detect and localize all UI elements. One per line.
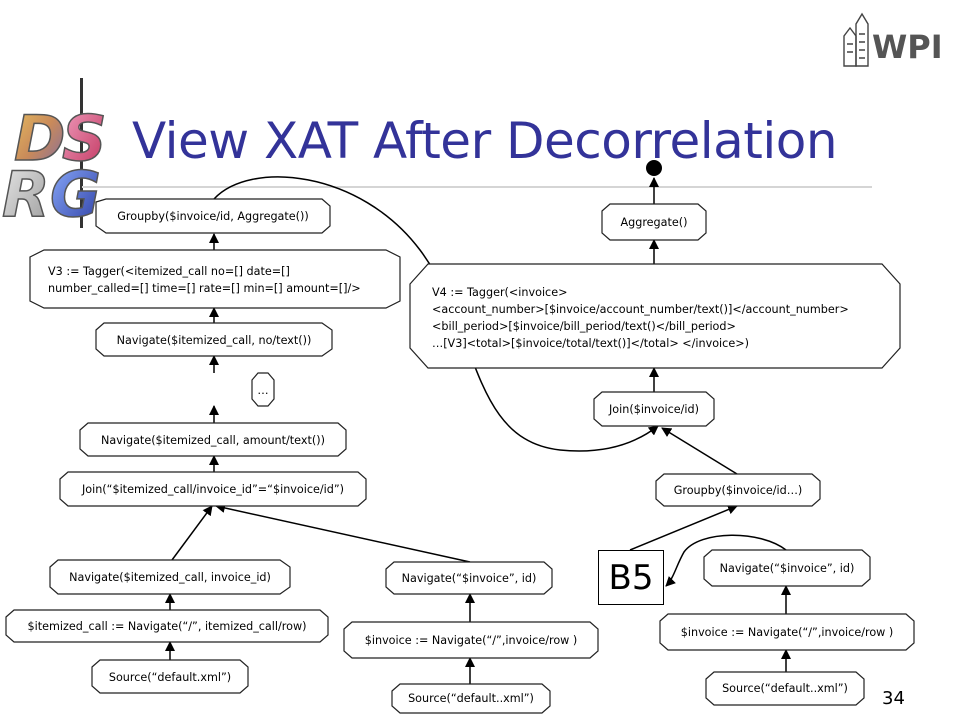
node-shape-join-right: [593, 391, 715, 427]
page-number: 34: [882, 688, 905, 709]
label-invoicerow-mid: $invoice := Navigate(“/”,invoice/row ): [365, 634, 578, 647]
node-shape-aggregate: [601, 203, 707, 241]
title-underline: [82, 186, 872, 188]
svg-text:G: G: [50, 158, 101, 220]
edge-groupby-to-join: [661, 427, 738, 475]
label-navamount: Navigate($itemized_call, amount/text()): [101, 434, 325, 447]
svg-text:D: D: [14, 102, 65, 175]
label-source-right: Source(“default..xml”): [722, 682, 848, 695]
label-v4-line3: <bill_period>[$invoice/bill_period/text(…: [432, 320, 736, 333]
label-join-left: Join(“$itemized_call/invoice_id”=“$invoi…: [81, 483, 344, 496]
edge-navinvoice-mid-to-join: [215, 503, 471, 563]
label-source-mid: Source(“default..xml”): [408, 692, 534, 705]
edge-b5-to-groupby: [629, 504, 738, 551]
svg-text:S: S: [62, 102, 107, 175]
node-shape-navinvoice-mid: [385, 561, 553, 595]
label-aggregate: Aggregate(): [620, 216, 687, 229]
title-vertical-rule: [80, 78, 83, 228]
label-itemized: $itemized_call := Navigate(“/”, itemized…: [28, 620, 307, 633]
node-shape-navno: [95, 322, 333, 357]
node-shape-itemized: [5, 609, 329, 643]
label-v3-line1: V3 := Tagger(<itemized_call no=[] date=[…: [48, 265, 290, 278]
label-invoicerow-right: $invoice := Navigate(“/”,invoice/row ): [681, 626, 894, 639]
node-shape-v4: [409, 263, 901, 369]
svg-text:WPI: WPI: [872, 28, 943, 66]
node-shape-invoicerow-right: [659, 613, 915, 651]
node-shape-v3: [29, 249, 401, 309]
b5-box: B5: [598, 550, 664, 605]
node-shape-navinvoice-right: [703, 549, 871, 587]
root-node-dot: [646, 160, 662, 176]
node-shape-source-mid: [391, 683, 551, 714]
node-shape-navinvoiceid: [49, 559, 291, 595]
label-groupby-left: Groupby($invoice/id, Aggregate()): [117, 210, 309, 223]
node-shape-ellipsis: [251, 372, 275, 407]
node-shape-groupby-left: [95, 198, 331, 234]
label-navinvoiceid: Navigate($itemized_call, invoice_id): [69, 571, 271, 584]
label-navno: Navigate($itemized_call, no/text()): [117, 334, 312, 347]
edge-navinvoiceid-to-join: [171, 505, 213, 561]
node-shape-navamount: [79, 422, 347, 457]
label-navinvoice-mid: Navigate(“$invoice”, id): [402, 572, 537, 585]
wpi-logo: WPI: [843, 12, 943, 67]
node-shape-source-right: [705, 671, 865, 706]
label-ellipsis: …: [257, 384, 268, 397]
label-groupby-right: Groupby($invoice/id…): [674, 484, 803, 497]
node-shape-join-left: [59, 471, 367, 507]
label-join-right: Join($invoice/id): [608, 403, 699, 416]
label-v4-line1: V4 := Tagger(<invoice>: [432, 286, 567, 299]
label-v4-line4: …[V3]<total>[$invoice/total/text()]</tot…: [432, 337, 749, 350]
node-shape-invoicerow-mid: [343, 621, 599, 659]
node-shape-groupby-right: [655, 473, 821, 507]
node-shape-source-left: [91, 659, 249, 694]
label-v3-line2: number_called=[] time=[] rate=[] min=[] …: [48, 282, 361, 295]
slide-title: View XAT After Decorrelation: [132, 112, 838, 170]
svg-text:R: R: [2, 158, 50, 220]
label-v4-line2: <account_number>[$invoice/account_number…: [432, 303, 849, 316]
label-source-left: Source(“default.xml”): [109, 671, 231, 684]
dsrg-logo: D S R G: [1, 101, 107, 220]
edge-nav-to-b5: [665, 534, 787, 587]
label-navinvoice-right: Navigate(“$invoice”, id): [720, 562, 855, 575]
